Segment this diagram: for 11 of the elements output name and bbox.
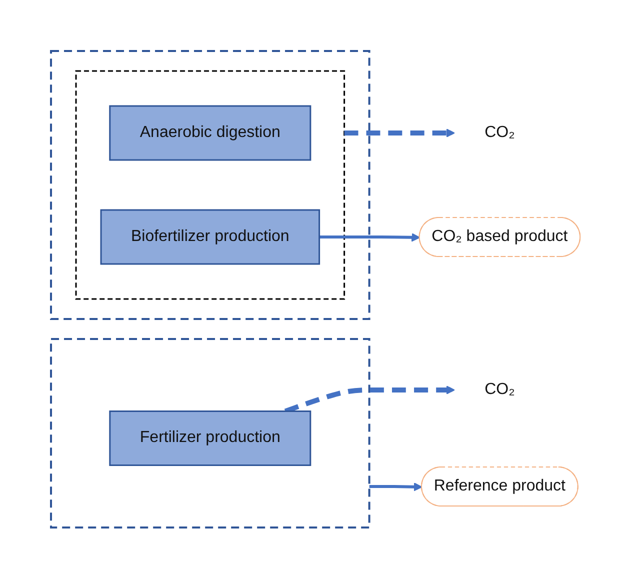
- arrow: [320, 233, 421, 242]
- node-text: CO₂: [485, 381, 516, 398]
- cluster: [50, 338, 371, 529]
- node-box: Anaerobic digestion: [110, 106, 312, 161]
- node-text: CO₂: [485, 124, 516, 142]
- cluster: [76, 70, 346, 300]
- arrow: [344, 128, 456, 138]
- node-box: Fertilizer production: [110, 410, 312, 466]
- cluster: [50, 50, 371, 320]
- node-box: Biofertilizer production: [100, 210, 320, 265]
- arrow: [370, 482, 423, 492]
